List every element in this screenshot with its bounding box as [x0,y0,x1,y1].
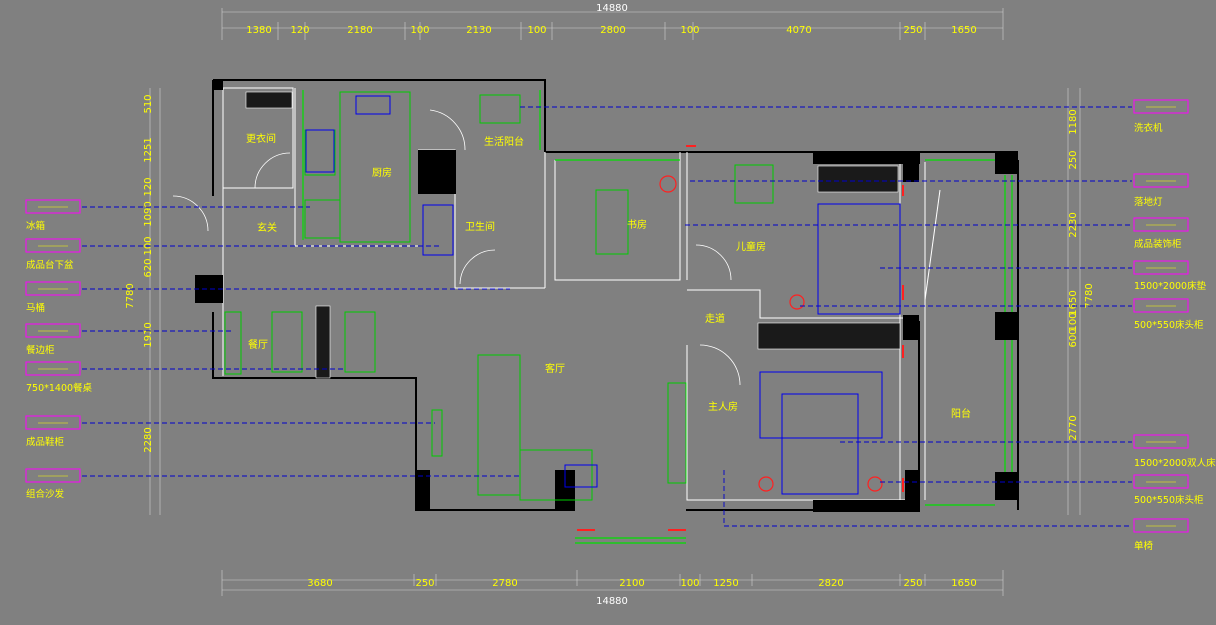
left-dim: 1910 [143,322,154,347]
right-dimensions: 1180 250 2230 1650 100 600 2770 7780 [1068,109,1095,440]
tag-sideboard: 餐边柜 [25,323,81,356]
tag-floor-lamp: 落地灯 [1133,173,1189,208]
bottom-dim: 2100 [619,578,644,589]
wardrobes [245,91,901,379]
tag-label: 马桶 [26,302,45,314]
room-label-balcony: 阳台 [951,407,971,420]
top-dim: 100 [410,25,429,36]
top-dim: 1650 [951,25,976,36]
dimension-lines [149,11,1081,591]
room-label-entrance: 玄关 [257,221,277,234]
bottom-dim: 250 [903,578,922,589]
room-label-kids-room: 儿童房 [736,240,766,253]
top-dim: 4070 [786,25,811,36]
bottom-dim: 100 [680,578,699,589]
windows [302,90,1013,544]
room-label-kitchen: 厨房 [372,166,392,179]
legend-right: 洗衣机 落地灯 成品装饰柜 1500*2000床垫 500*550床头柜 150… [1133,99,1216,552]
left-dim: 2280 [143,427,154,452]
top-dim: 2800 [600,25,625,36]
left-dim: 620 [143,258,154,277]
tag-label: 500*550床头柜 [1134,494,1204,506]
left-dim: 510 [143,94,154,113]
top-dim: 100 [527,25,546,36]
left-dim: 1251 [143,137,154,162]
left-total-dimension: 7780 [125,283,136,308]
top-dim: 2130 [466,25,491,36]
room-label-dining: 餐厅 [248,338,268,351]
wall-columns [195,80,1018,512]
red-markers [659,175,883,492]
bottom-dim: 2780 [492,578,517,589]
tag-nightstand-master: 500*550床头柜 [1133,474,1204,506]
tag-label: 组合沙发 [26,488,65,500]
tag-fridge: 冰箱 [25,199,81,232]
doors [172,109,741,386]
left-dim: 1090 [143,201,154,226]
tag-label: 冰箱 [26,220,45,232]
tag-double-bed: 1500*2000双人床 [1133,434,1216,469]
room-label-corridor: 走道 [705,312,725,325]
tag-nightstand-kids: 500*550床头柜 [1133,298,1204,331]
top-dim: 100 [680,25,699,36]
right-dim: 2770 [1068,415,1079,440]
bottom-dim: 250 [415,578,434,589]
bottom-dim: 3680 [307,578,332,589]
tag-label: 750*1400餐桌 [26,382,93,394]
top-dimensions: 1380 120 2180 100 2130 100 2800 100 4070… [246,25,976,36]
bottom-dim: 2820 [818,578,843,589]
bottom-dimensions: 3680 250 2780 2100 100 1250 2820 250 165… [307,578,976,589]
red-door-marks [577,145,904,531]
bottom-dim: 1650 [951,578,976,589]
top-dim: 250 [903,25,922,36]
top-dim: 120 [290,25,309,36]
bottom-dim: 1250 [713,578,738,589]
room-label-utility-balcony: 生活阳台 [484,135,524,148]
room-label-cloakroom: 更衣间 [246,132,276,145]
room-label-living: 客厅 [545,362,565,375]
tag-sofa: 组合沙发 [25,468,81,500]
tag-label: 500*550床头柜 [1134,319,1204,331]
top-dim: 2180 [347,25,372,36]
leader-lines [82,106,1132,527]
room-label-master: 主人房 [708,400,738,413]
right-dim: 100 [1068,312,1079,331]
dimension-ticks [221,8,1004,596]
right-dim: 250 [1068,150,1079,169]
room-label-bathroom: 卫生间 [465,220,495,233]
beds [305,95,901,495]
left-dimensions: 510 1251 120 1090 100 620 1910 2280 7780 [125,94,154,452]
tag-label: 单椅 [1134,540,1154,552]
furniture [224,91,774,501]
right-dim: 600 [1068,328,1079,347]
room-label-study: 书房 [627,218,647,231]
tag-label: 1500*2000双人床 [1134,457,1216,469]
room-labels: 更衣间 厨房 生活阳台 卫生间 书房 儿童房 玄关 餐厅 走道 客厅 主人房 阳… [246,132,971,420]
right-dim: 1180 [1068,109,1079,134]
tag-label: 成品装饰柜 [1134,238,1182,250]
right-dim: 1650 [1068,290,1079,315]
tag-dining-table: 750*1400餐桌 [25,361,93,394]
tag-label: 落地灯 [1134,196,1163,208]
tag-single-chair: 单椅 [1133,518,1189,552]
top-dim: 1380 [246,25,271,36]
legend-left: 冰箱 成品台下盆 马桶 餐边柜 750*1400餐桌 成品鞋柜 [25,199,93,500]
tag-label: 洗衣机 [1134,122,1163,134]
tag-mattress: 1500*2000床垫 [1133,260,1207,292]
right-total-dimension: 7780 [1084,283,1095,308]
tag-decorative-cabinet: 成品装饰柜 [1133,217,1189,250]
tag-label: 成品台下盆 [26,259,74,271]
bottom-total-dimension: 14880 [596,596,628,607]
tag-washing-machine: 洗衣机 [1133,99,1189,134]
tag-undercounter-basin: 成品台下盆 [25,238,81,271]
tag-label: 餐边柜 [26,344,55,356]
tag-toilet: 马桶 [25,281,81,314]
tag-label: 成品鞋柜 [26,436,65,448]
top-total-dimension: 14880 [596,3,628,14]
tag-shoe-cabinet: 成品鞋柜 [25,415,81,448]
left-dim: 120 [143,177,154,196]
tag-label: 1500*2000床垫 [1134,280,1207,292]
